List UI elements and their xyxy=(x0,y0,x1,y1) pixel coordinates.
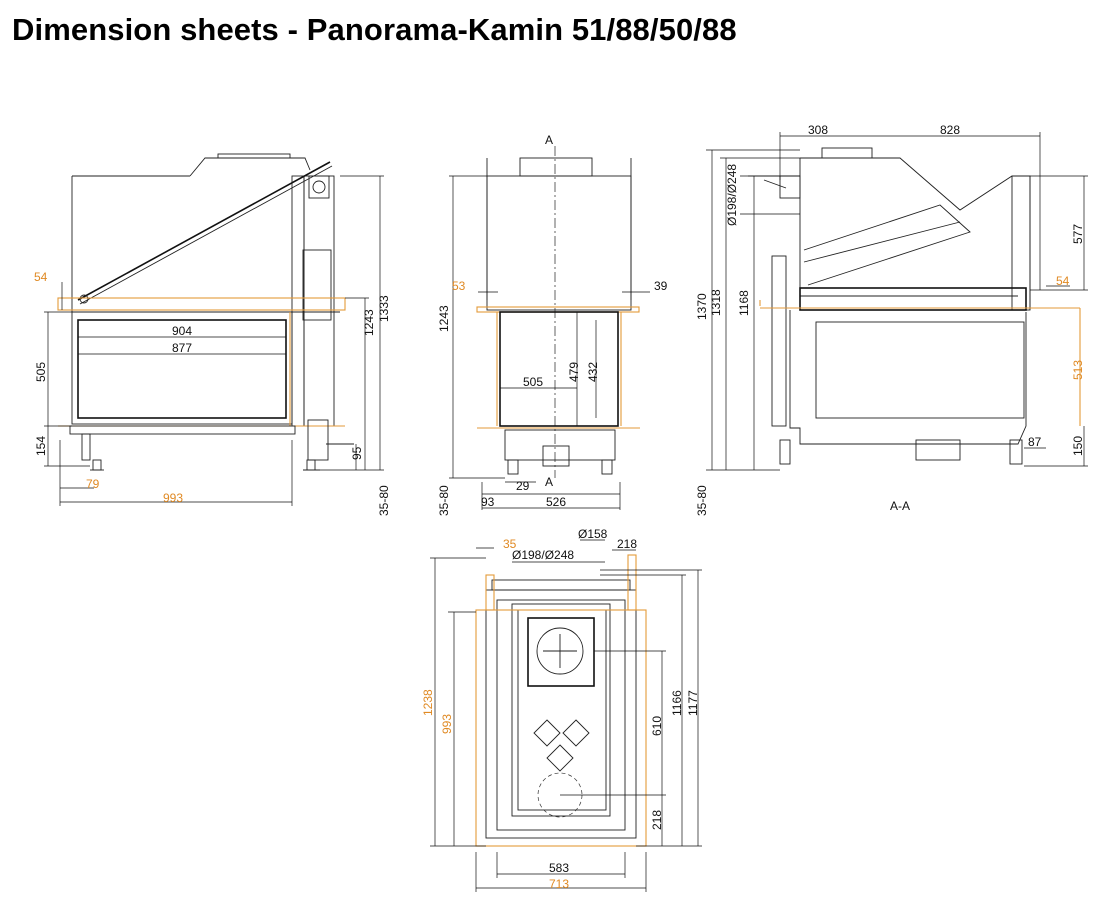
side-dim-1243: 1243 xyxy=(437,305,451,332)
section-dim-35-80: 35-80 xyxy=(695,485,709,516)
rear-dim-218-bottom: 218 xyxy=(650,810,664,830)
section-dim-1318: 1318 xyxy=(709,289,723,316)
front-dim-877: 877 xyxy=(172,341,192,355)
page-title: Dimension sheets - Panorama-Kamin 51/88/… xyxy=(12,12,737,47)
rear-dim-158: Ø158 xyxy=(578,527,608,541)
front-dim-1333: 1333 xyxy=(377,295,391,322)
side-dim-39: 39 xyxy=(654,279,668,293)
rear-dim-flue: Ø198/Ø248 xyxy=(512,548,574,562)
rear-dim-993: 993 xyxy=(440,714,454,734)
side-dim-479: 479 xyxy=(567,362,581,382)
rear-dim-610: 610 xyxy=(650,716,664,736)
section-view: 308 828 Ø198/Ø248 1370 1318 1168 577 54 … xyxy=(695,123,1088,516)
rear-dim-1238: 1238 xyxy=(421,689,435,716)
rear-dim-713: 713 xyxy=(549,877,569,891)
side-dim-29: 29 xyxy=(516,479,530,493)
side-dim-53: 53 xyxy=(452,279,466,293)
rear-dim-1177: 1177 xyxy=(686,690,700,716)
rear-dim-1166: 1166 xyxy=(670,690,684,716)
front-dim-54: 54 xyxy=(34,270,48,284)
side-dim-505: 505 xyxy=(523,375,543,389)
section-dim-308: 308 xyxy=(808,123,828,137)
front-dim-904: 904 xyxy=(172,324,192,338)
side-section-a-top: A xyxy=(545,133,553,147)
section-dim-87: 87 xyxy=(1028,435,1042,449)
section-dim-flue: Ø198/Ø248 xyxy=(725,164,739,226)
front-dim-79: 79 xyxy=(86,477,100,491)
front-dim-95: 95 xyxy=(350,446,364,460)
front-dim-154: 154 xyxy=(34,436,48,456)
side-dim-93: 93 xyxy=(481,495,495,509)
section-dim-54: 54 xyxy=(1056,274,1070,288)
front-dim-35-80: 35-80 xyxy=(377,485,391,516)
section-dim-577: 577 xyxy=(1071,224,1085,244)
front-view: 54 904 877 505 154 79 993 95 1243 1333 3… xyxy=(34,153,391,516)
rear-dim-218-top: 218 xyxy=(617,537,637,551)
section-dim-150: 150 xyxy=(1071,436,1085,456)
rear-dim-583: 583 xyxy=(549,861,569,875)
side-view: A A 53 39 1243 505 479 432 35-80 93 29 5… xyxy=(437,133,668,516)
front-dim-1243: 1243 xyxy=(362,309,376,336)
section-label: A-A xyxy=(890,499,910,513)
front-dim-993: 993 xyxy=(163,491,183,505)
rear-view: 35 Ø158 Ø198/Ø248 218 1238 993 610 1166 … xyxy=(421,527,702,892)
section-dim-1370: 1370 xyxy=(695,293,709,320)
side-dim-35-80: 35-80 xyxy=(437,485,451,516)
section-dim-1168: 1168 xyxy=(737,290,751,316)
section-dim-513: 513 xyxy=(1071,360,1085,380)
rear-dim-35: 35 xyxy=(503,537,517,551)
side-dim-432: 432 xyxy=(586,362,600,382)
side-section-a-bottom: A xyxy=(545,475,553,489)
side-dim-526: 526 xyxy=(546,495,566,509)
front-dim-505: 505 xyxy=(34,362,48,382)
section-dim-828: 828 xyxy=(940,123,960,137)
